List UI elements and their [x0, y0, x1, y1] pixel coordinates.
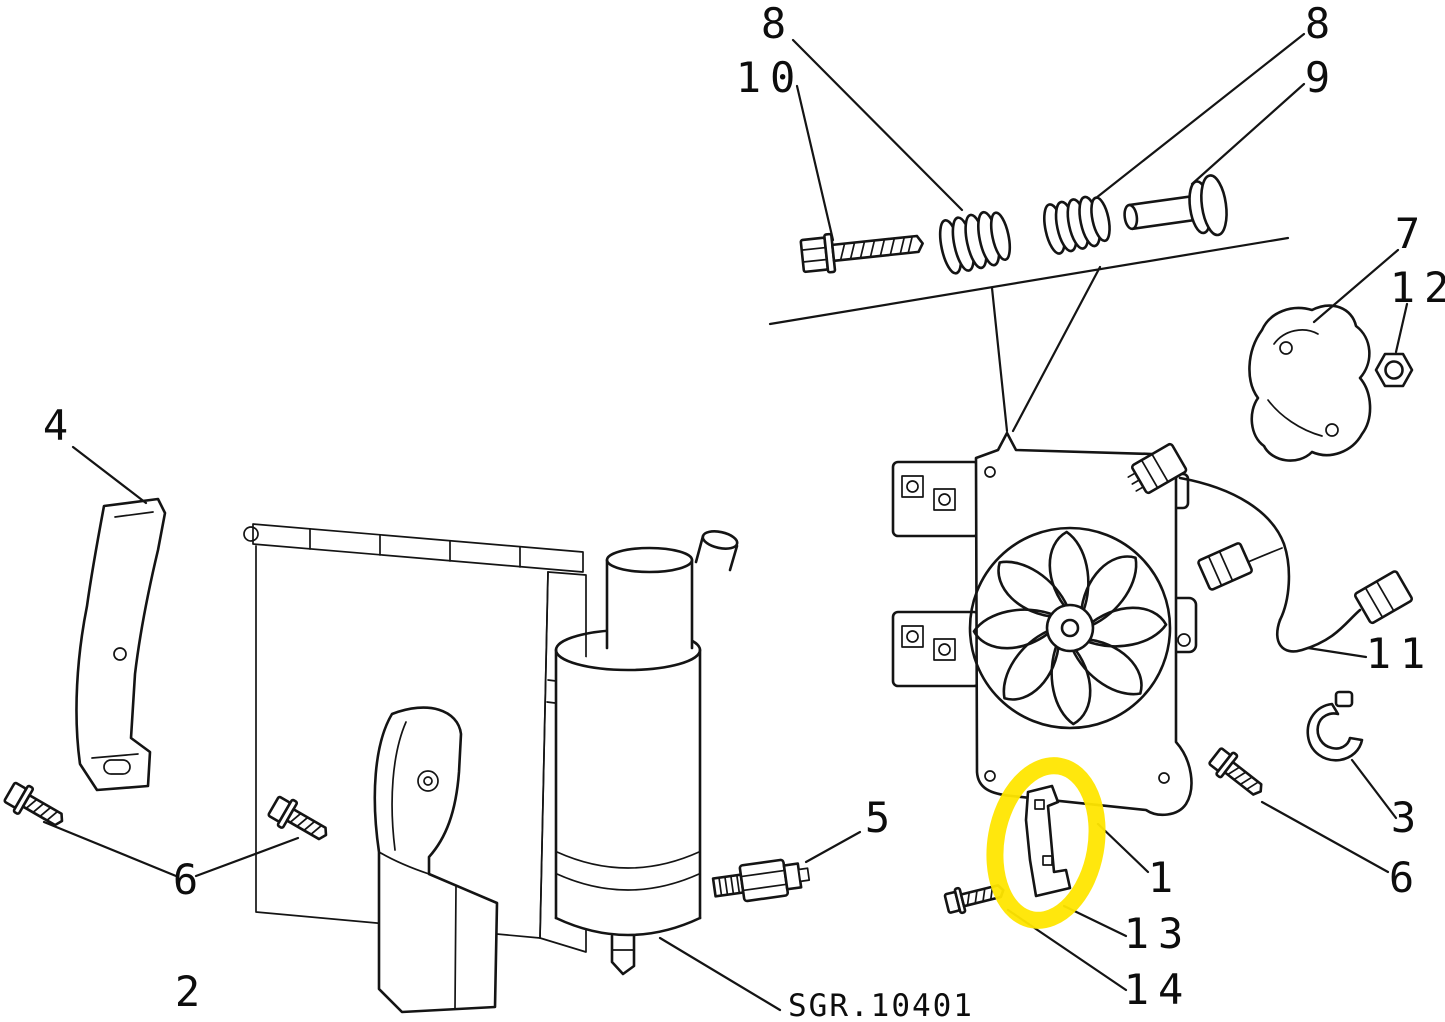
bushing-part-8a: [938, 210, 1012, 275]
assembly-guide-lines: [768, 236, 1290, 433]
callout-4: 4: [43, 401, 77, 450]
cover-part-7: [1248, 304, 1372, 462]
fan-blades: [972, 530, 1168, 726]
callout-8-left: 8: [761, 0, 795, 48]
bracket-part-4: [75, 497, 167, 792]
callout-7: 7: [1395, 209, 1429, 258]
callout-6-right: 6: [1389, 853, 1423, 902]
harness-part-11: [1127, 442, 1413, 653]
callout-1: 1: [1148, 853, 1182, 902]
bushing-part-8b: [1043, 195, 1111, 255]
callout-11: 11: [1366, 629, 1435, 678]
cover-part-2: [373, 706, 499, 1014]
bolt-part-10: [799, 232, 924, 274]
nut-part-12: [1374, 352, 1414, 388]
fan-hub: [1045, 603, 1095, 653]
callout-12: 12: [1390, 263, 1445, 312]
bolt-part-6-left-a: [3, 781, 64, 827]
callout-6-left: 6: [173, 855, 207, 904]
clip-part-3: [1306, 690, 1364, 762]
highlight-marker: [986, 757, 1106, 929]
switch-part-5: [711, 858, 811, 903]
callout-14: 14: [1124, 965, 1193, 1014]
callout-10: 10: [736, 53, 805, 102]
callout-3: 3: [1391, 793, 1425, 842]
callout-labels: 8 10 8 9 7 12 4 11 1 3 6 5 13 6 14 2 SGR…: [43, 0, 1445, 1022]
fan-opening: [968, 526, 1172, 730]
callout-2: 2: [175, 967, 209, 1016]
leader-lines: [42, 32, 1409, 1012]
bolt-part-6-left-b: [267, 795, 328, 841]
pin-part-9: [1123, 174, 1228, 237]
callout-13: 13: [1124, 909, 1193, 958]
fan-mount-bracket-lower: [891, 610, 981, 688]
footnote-sgr: SGR.10401: [788, 988, 974, 1022]
fan-mount-bracket-upper: [891, 460, 981, 538]
callout-5: 5: [865, 793, 899, 842]
callout-8-right: 8: [1305, 0, 1339, 48]
fan-assembly-part-1: [891, 431, 1198, 817]
reservoir-sgr-10401: [554, 530, 739, 976]
callout-9: 9: [1305, 53, 1339, 102]
bracket-part-13: [1024, 784, 1072, 898]
bolt-part-6-right: [1208, 747, 1263, 796]
